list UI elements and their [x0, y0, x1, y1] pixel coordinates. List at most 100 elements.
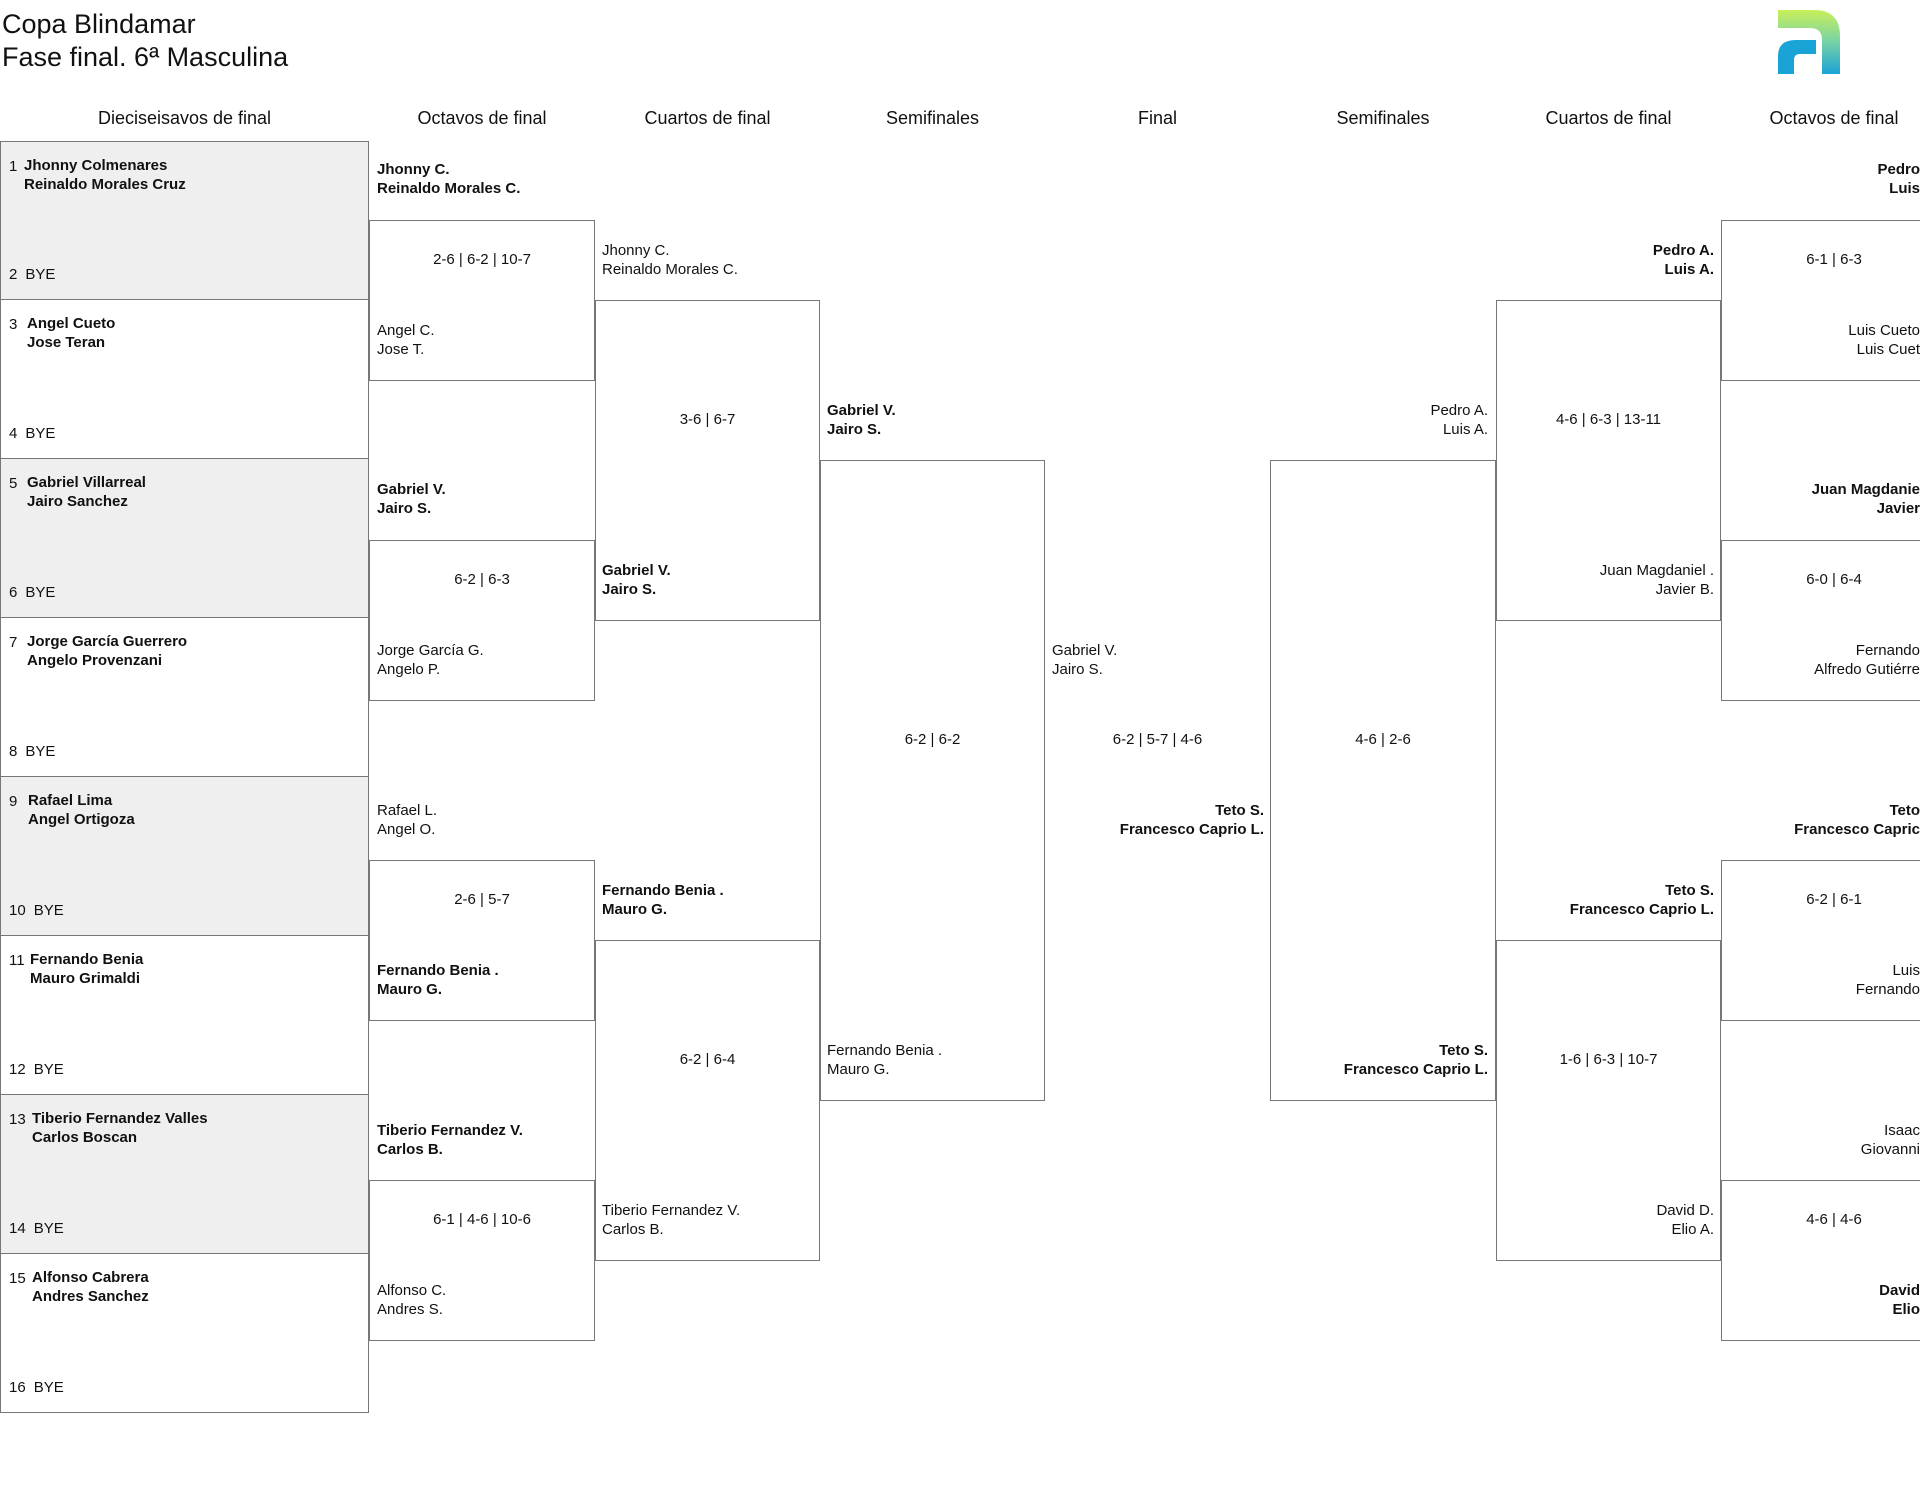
- bye-label: BYE: [25, 584, 56, 601]
- seed-number: 1: [9, 158, 18, 175]
- match-pair: Fernando Benia . Mauro G.: [377, 961, 499, 999]
- match-score: 6-2 | 6-3: [454, 571, 510, 588]
- seed-number: 10: [9, 902, 26, 919]
- match-score: 2-6 | 6-2 | 10-7: [433, 251, 531, 268]
- player-name: Gabriel V.: [377, 481, 446, 498]
- player-name: Alfonso C.: [377, 1282, 447, 1299]
- player-name: Francesco Caprio L.: [1569, 901, 1714, 918]
- header-dieciseisavos: Dieciseisavos de final: [97, 108, 272, 128]
- player-name: Luis Cueto: [1848, 322, 1920, 339]
- player-name: Javier: [1876, 500, 1920, 517]
- player-name: Isaac: [1884, 1122, 1920, 1139]
- seed-pair: Jorge García Guerrero Angelo Provenzani: [27, 632, 187, 670]
- player-name: Mauro G.: [827, 1061, 890, 1078]
- seed-block: 7 Jorge García Guerrero Angelo Provenzan…: [0, 618, 369, 777]
- final-pair-right: Teto S. Francesco Caprio L.: [1120, 801, 1264, 839]
- player-name: Alfredo Gutiérre: [1814, 661, 1920, 678]
- match-pair: Teto S. Francesco Caprio L.: [1344, 1041, 1488, 1079]
- player-name: Fernando: [1855, 642, 1920, 659]
- match-pair: Juan Magdaniel . Javier B.: [1600, 561, 1714, 599]
- match-pair: Alfonso C. Andres S.: [377, 1281, 446, 1319]
- match-box: [369, 220, 595, 381]
- seed-block: 13 Tiberio Fernandez Valles Carlos Bosca…: [0, 1095, 369, 1254]
- player-name: Fernando: [1855, 981, 1920, 998]
- bye-label: BYE: [33, 902, 64, 919]
- player-name: Luis A.: [1442, 421, 1488, 438]
- seed-number: 6: [9, 584, 18, 601]
- match-pair: Tiberio Fernandez V. Carlos B.: [377, 1121, 523, 1159]
- player-name: Jhonny C.: [602, 242, 670, 259]
- player-name: Jose T.: [377, 341, 425, 358]
- player-name: Pedro: [1877, 161, 1920, 178]
- match-pair: Fernando Alfredo Gutiérre: [1814, 641, 1920, 679]
- seed-number: 4: [9, 425, 18, 442]
- final-score: 6-2 | 5-7 | 4-6: [1112, 731, 1203, 748]
- title-line-2: Fase final. 6ª Masculina: [2, 42, 289, 72]
- match-pair: Rafael L. Angel O.: [377, 801, 437, 839]
- match-pair: Pedro A. Luis A.: [1430, 401, 1488, 439]
- player-name: Angel Cueto: [27, 315, 116, 332]
- match-box: [820, 460, 1045, 1101]
- seed-pair: Rafael Lima Angel Ortigoza: [28, 791, 135, 829]
- match-box: [1721, 540, 1920, 701]
- seed-number: 2: [9, 266, 18, 283]
- match-score: 1-6 | 6-3 | 10-7: [1559, 1051, 1658, 1068]
- match-pair: Pedro A. Luis A.: [1653, 241, 1714, 279]
- player-name: Fernando Benia: [30, 951, 144, 968]
- player-name: Pedro A.: [1652, 242, 1714, 259]
- seed-number: 8: [9, 743, 18, 760]
- player-name: Gabriel V.: [827, 402, 896, 419]
- player-name: Angelo P.: [377, 661, 441, 678]
- match-pair: Jhonny C. Reinaldo Morales C.: [602, 241, 738, 279]
- match-score: 6-2 | 6-2: [904, 731, 961, 748]
- seed-number: 7: [9, 634, 18, 651]
- bye-label: BYE: [33, 1061, 64, 1078]
- player-name: Pedro A.: [1430, 402, 1488, 419]
- match-box: [1270, 460, 1496, 1101]
- player-name: Rafael Lima: [28, 792, 113, 809]
- match-box: [1721, 1180, 1920, 1341]
- player-name: Tiberio Fernandez V.: [377, 1122, 523, 1139]
- player-name: Jorge García G.: [377, 642, 484, 659]
- player-name: Jairo Sanchez: [27, 493, 128, 510]
- match-pair: Jhonny C. Reinaldo Morales C.: [377, 160, 520, 198]
- header-cuartos-right: Cuartos de final: [1545, 108, 1672, 128]
- match-box: [1496, 300, 1721, 621]
- match-pair: David Elio: [1879, 1281, 1920, 1319]
- match-score: 6-2 | 6-1: [1806, 891, 1862, 908]
- player-name: Elio A.: [1671, 1221, 1714, 1238]
- seed-pair: Fernando Benia Mauro Grimaldi: [30, 950, 143, 988]
- player-name: Jose Teran: [27, 334, 106, 351]
- player-name: Gabriel V.: [602, 562, 671, 579]
- seed-pair: Alfonso Cabrera Andres Sanchez: [32, 1268, 149, 1306]
- player-name: Giovanni: [1860, 1141, 1920, 1158]
- player-name: Jairo S.: [377, 500, 432, 517]
- player-name: Francesco Caprio L.: [1343, 1061, 1488, 1078]
- match-box: [369, 1180, 595, 1341]
- player-name: Reinaldo Morales Cruz: [24, 176, 186, 193]
- player-name: Luis Cuet: [1856, 341, 1920, 358]
- seed-pair: Tiberio Fernandez Valles Carlos Boscan: [32, 1109, 208, 1147]
- player-name: Mauro G.: [377, 981, 443, 998]
- player-name: Elio: [1892, 1301, 1920, 1318]
- player-name: David D.: [1656, 1202, 1714, 1219]
- match-score: 6-1 | 4-6 | 10-6: [433, 1211, 531, 1228]
- player-name: Jhonny Colmenares: [24, 157, 168, 174]
- seed-pair: Angel Cueto Jose Teran: [27, 314, 115, 352]
- player-name: David: [1879, 1282, 1920, 1299]
- player-name: Mauro G.: [602, 901, 668, 918]
- player-name: Luis: [1889, 180, 1920, 197]
- match-pair: Tiberio Fernandez V. Carlos B.: [602, 1201, 740, 1239]
- match-pair: Fernando Benia . Mauro G.: [602, 881, 724, 919]
- player-name: Angel O.: [377, 821, 436, 838]
- match-score: 4-6 | 4-6: [1806, 1211, 1862, 1228]
- seed-number: 13: [9, 1111, 26, 1128]
- player-name: Gabriel Villarreal: [27, 474, 146, 491]
- player-name: Fernando Benia .: [827, 1042, 943, 1059]
- player-name: Gabriel V.: [1052, 642, 1118, 659]
- seed-number: 16: [9, 1379, 26, 1396]
- player-name: Jairo S.: [827, 421, 882, 438]
- match-score: 6-1 | 6-3: [1806, 251, 1862, 268]
- player-name: Rafael L.: [377, 802, 438, 819]
